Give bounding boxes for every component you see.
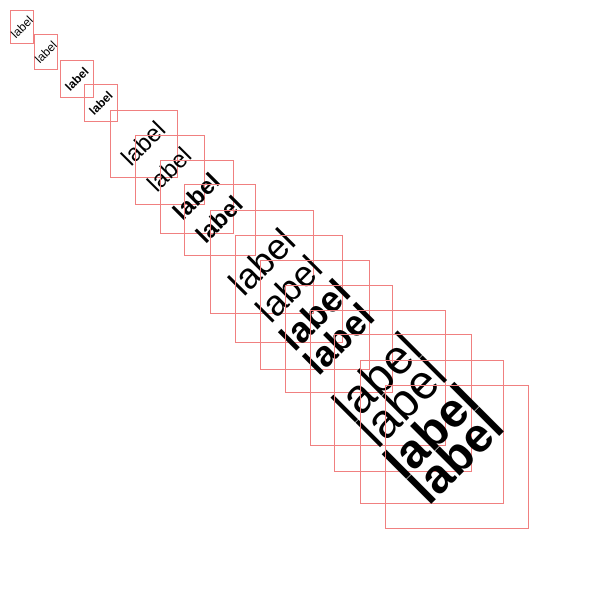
label-bounding-box: label	[160, 160, 234, 234]
rotated-label-text: label	[399, 399, 515, 515]
label-bounding-box: label	[184, 184, 256, 256]
label-bounding-box: label	[360, 360, 504, 504]
label-bounding-box: label	[235, 235, 343, 343]
rotated-label-text: label	[8, 13, 36, 41]
label-bounding-box: label	[84, 84, 118, 122]
label-bounding-box: label	[8, 10, 36, 44]
rotated-label-text: label	[32, 38, 60, 66]
label-bounding-box: label	[285, 285, 393, 393]
label-bounding-box: label	[334, 334, 472, 472]
label-bounding-box: label	[260, 260, 370, 370]
label-bounding-box: label	[135, 135, 205, 205]
label-bounding-box: label	[210, 210, 314, 314]
label-bounding-box: label	[385, 385, 529, 529]
label-bounding-box: label	[310, 310, 446, 446]
label-bounding-box: label	[32, 34, 60, 70]
label-bounding-box: label	[60, 60, 94, 98]
label-bounding-box: label	[110, 110, 178, 178]
